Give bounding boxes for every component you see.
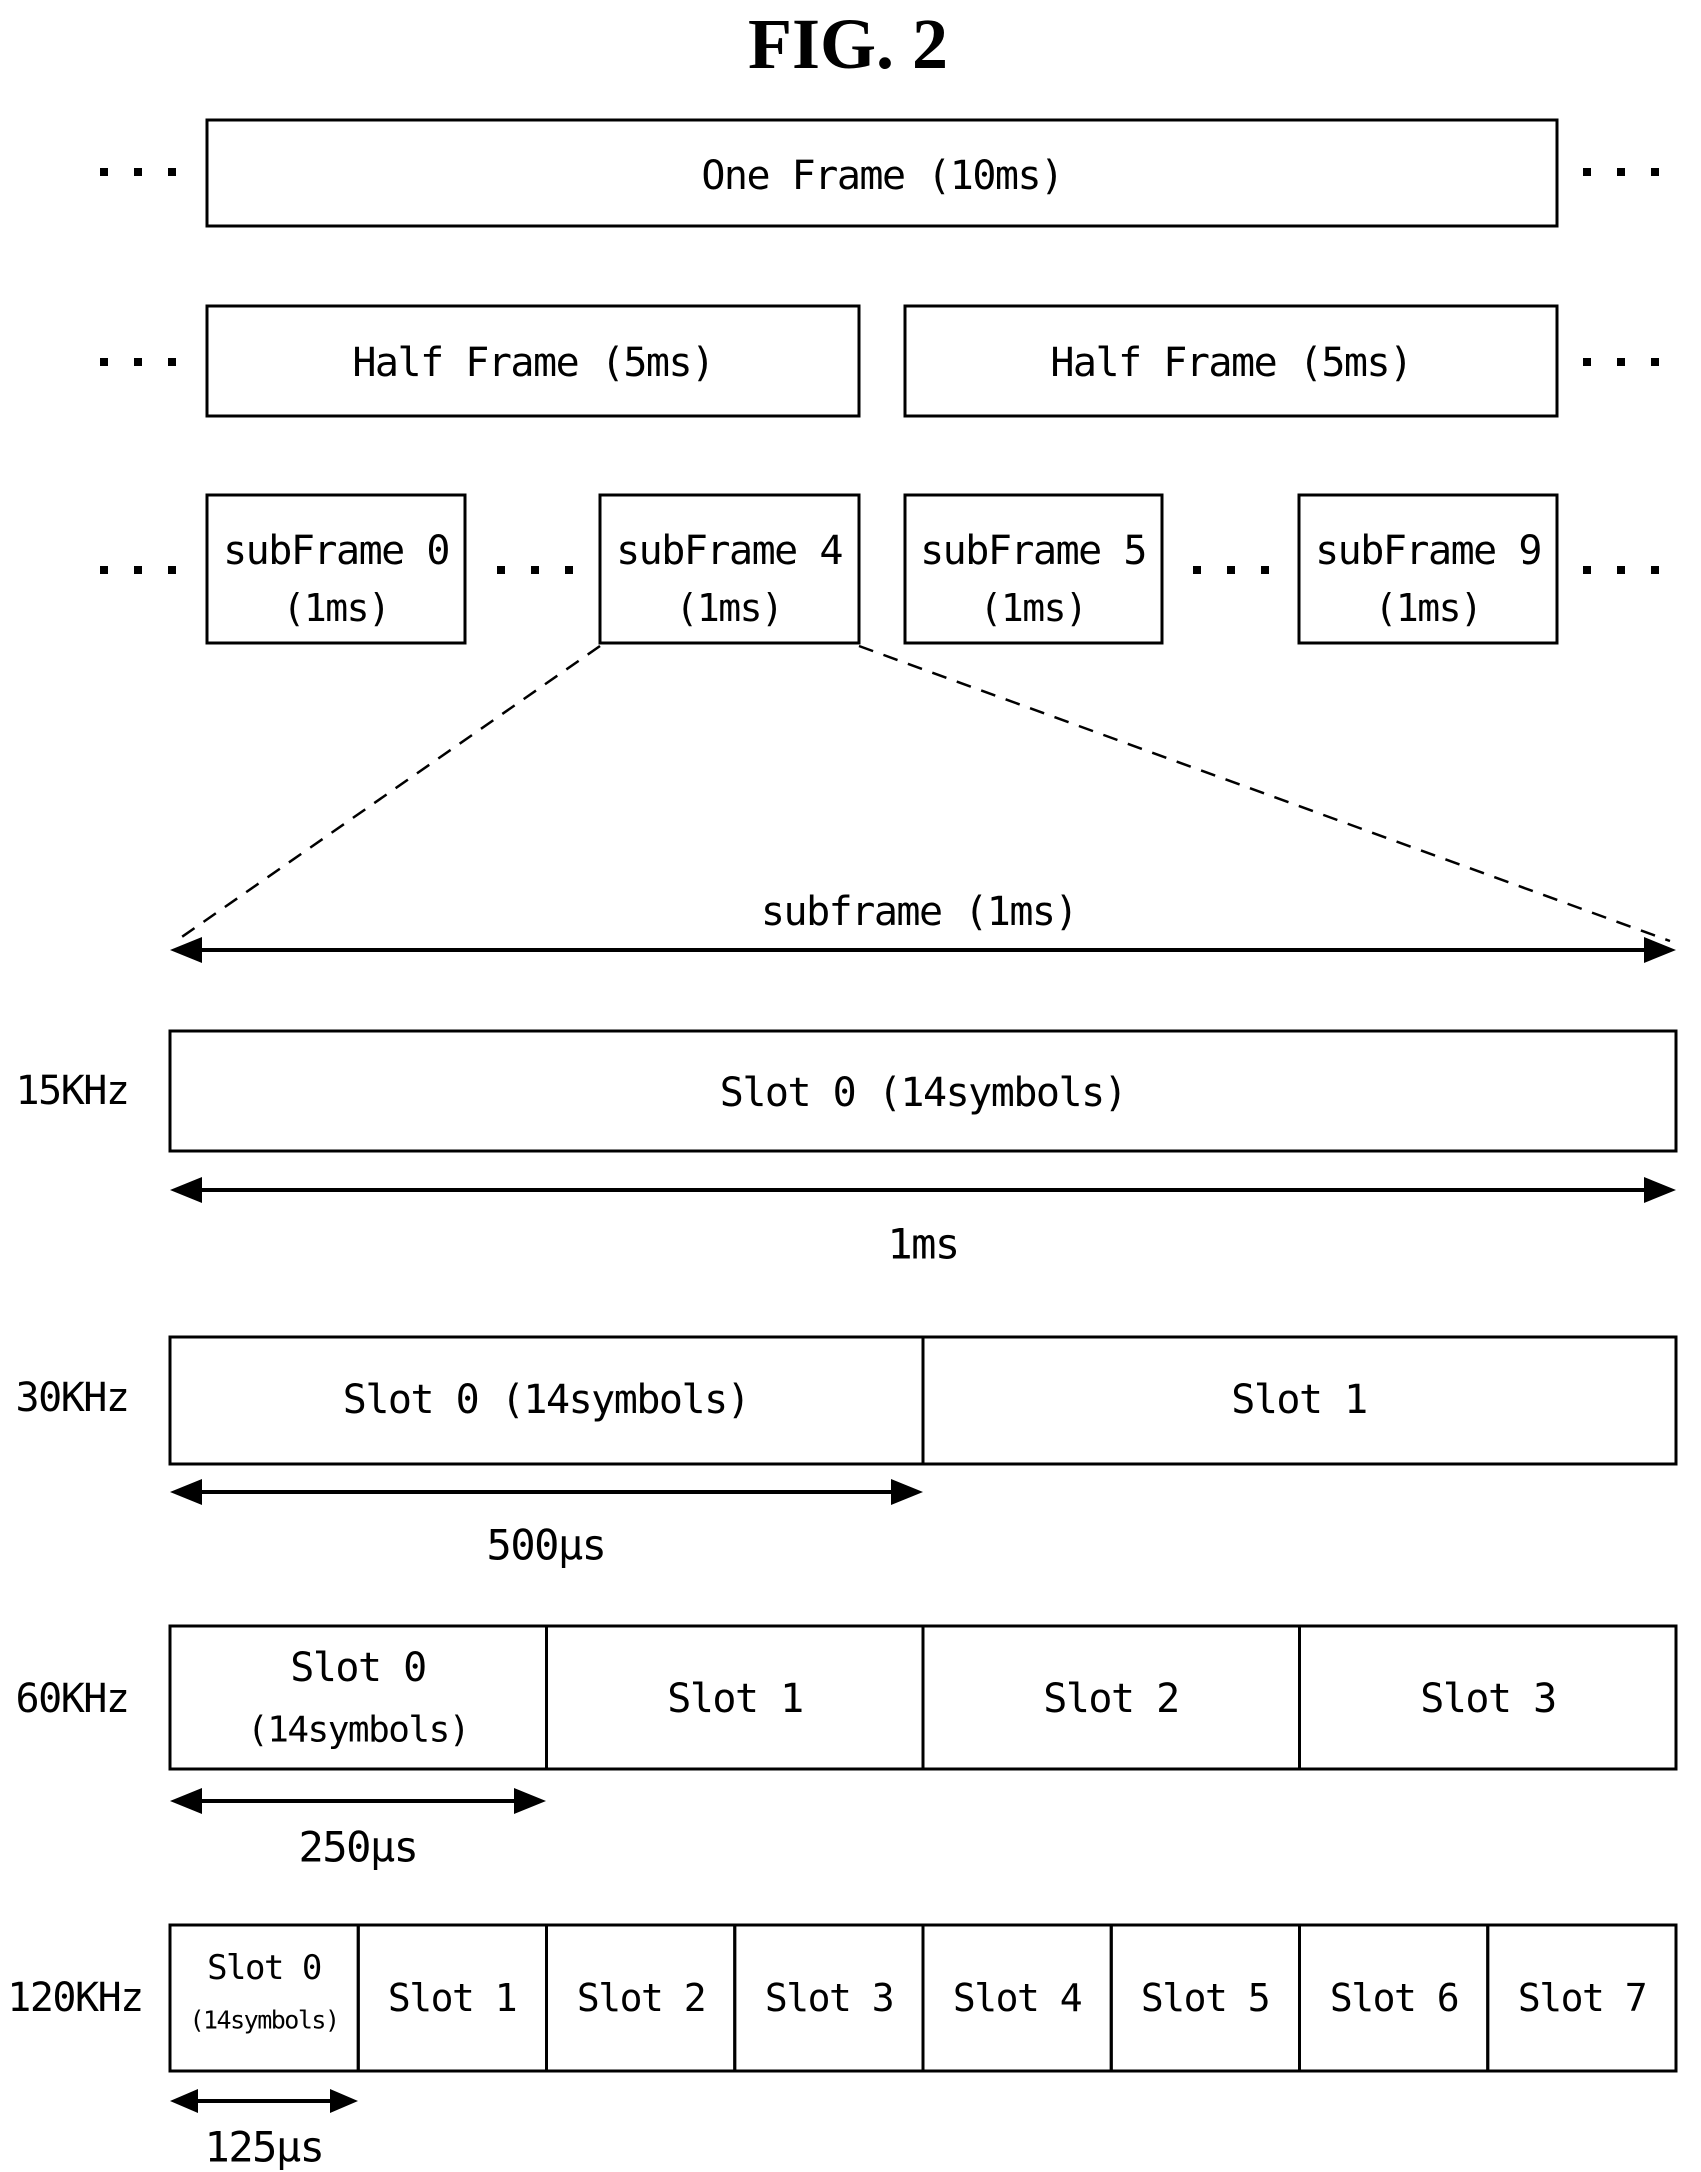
subframe-0-label-line2: (1ms) bbox=[283, 586, 390, 630]
scs-30khz-label: 30KHz bbox=[16, 1375, 129, 1421]
khz120-slot2-label: Slot 2 bbox=[577, 1976, 705, 2020]
subframe-5-label-line2: (1ms) bbox=[980, 586, 1087, 630]
scs-15khz-label: 15KHz bbox=[16, 1068, 129, 1114]
subframe-4-label-line2: (1ms) bbox=[676, 586, 783, 630]
khz30-duration-label: 500µs bbox=[487, 1521, 606, 1570]
subframe-9-label-line1: subFrame 9 bbox=[1315, 528, 1541, 574]
subframe-span-arrow bbox=[170, 937, 1676, 963]
khz120-slot4-label: Slot 4 bbox=[953, 1976, 1082, 2020]
khz120-slot7-box bbox=[1486, 1923, 1678, 2073]
khz120-slot6-label: Slot 6 bbox=[1330, 1976, 1458, 2020]
khz60-slot1-label: Slot 1 bbox=[667, 1676, 803, 1722]
khz60-slot3-box bbox=[1298, 1624, 1678, 1771]
subframe-ellipsis-right-icon bbox=[1583, 566, 1659, 574]
khz15-duration-label: 1ms bbox=[887, 1220, 958, 1269]
one-frame-label: One Frame (10ms) bbox=[701, 153, 1062, 199]
khz15-slot0-box bbox=[168, 1029, 1678, 1153]
subframe-ellipsis-mid1-icon bbox=[497, 566, 573, 574]
subframe-4-label-line1: subFrame 4 bbox=[616, 528, 842, 574]
half-frame-1-box bbox=[205, 304, 861, 418]
khz60-slot0-label-line2: (14symbols) bbox=[247, 1710, 469, 1751]
half-frame-2-label: Half Frame (5ms) bbox=[1050, 340, 1411, 386]
subframe-9-label-line2: (1ms) bbox=[1375, 586, 1482, 630]
subframe-0-label-line1: subFrame 0 bbox=[223, 528, 449, 574]
subframe-5-box bbox=[903, 493, 1164, 645]
khz120-slot7-label: Slot 7 bbox=[1518, 1976, 1646, 2020]
khz30-slot1-box bbox=[921, 1335, 1678, 1466]
khz60-duration-label: 250µs bbox=[299, 1823, 418, 1872]
khz120-slot0-label-line2: (14symbols) bbox=[189, 2006, 338, 2035]
subframe-ellipsis-mid2-icon bbox=[1193, 566, 1269, 574]
khz60-slot3-label: Slot 3 bbox=[1420, 1676, 1556, 1722]
khz120-duration-arrow bbox=[170, 2089, 358, 2113]
subframe-5-label-line1: subFrame 5 bbox=[920, 528, 1146, 574]
figure-title: FIG. 2 bbox=[748, 4, 948, 84]
khz120-slot0-label-line1: Slot 0 bbox=[207, 1948, 321, 1988]
khz60-slot0-label-line1: Slot 0 bbox=[290, 1645, 426, 1691]
half-frame-1-label: Half Frame (5ms) bbox=[352, 340, 713, 386]
subframe-4-box bbox=[598, 493, 861, 645]
khz120-slot5-label: Slot 5 bbox=[1141, 1976, 1269, 2020]
khz60-slot2-label: Slot 2 bbox=[1043, 1676, 1179, 1722]
khz120-slot0-box bbox=[168, 1923, 360, 2073]
khz120-slot1-label: Slot 1 bbox=[388, 1976, 516, 2020]
one-frame-box bbox=[205, 118, 1559, 228]
half-frame-ellipsis-right-icon bbox=[1583, 358, 1659, 366]
subframe-ellipsis-left-icon bbox=[100, 566, 176, 574]
khz30-slot0-label: Slot 0 (14symbols) bbox=[343, 1377, 749, 1423]
half-frame-2-box bbox=[903, 304, 1559, 418]
frame-ellipsis-right-icon bbox=[1583, 168, 1659, 176]
expansion-dashed-line-left bbox=[175, 644, 601, 943]
khz120-slot3-label: Slot 3 bbox=[765, 1976, 893, 2020]
scs-120khz-label: 120KHz bbox=[7, 1975, 143, 2021]
half-frame-ellipsis-left-icon bbox=[100, 358, 176, 366]
khz120-duration-label: 125µs bbox=[205, 2123, 324, 2172]
subframe-0-box bbox=[205, 493, 467, 645]
scs-60khz-label: 60KHz bbox=[16, 1676, 129, 1722]
khz15-slot0-label: Slot 0 (14symbols) bbox=[720, 1070, 1126, 1116]
khz30-slot1-label: Slot 1 bbox=[1231, 1377, 1367, 1423]
khz15-duration-arrow bbox=[170, 1177, 1676, 1203]
subframe-9-box bbox=[1297, 493, 1559, 645]
khz60-duration-arrow bbox=[170, 1788, 546, 1814]
frame-ellipsis-left-icon bbox=[100, 168, 176, 176]
khz30-duration-arrow bbox=[170, 1479, 923, 1505]
expansion-dashed-line-right bbox=[858, 644, 1671, 943]
expanded-subframe-label: subframe (1ms) bbox=[761, 889, 1077, 935]
